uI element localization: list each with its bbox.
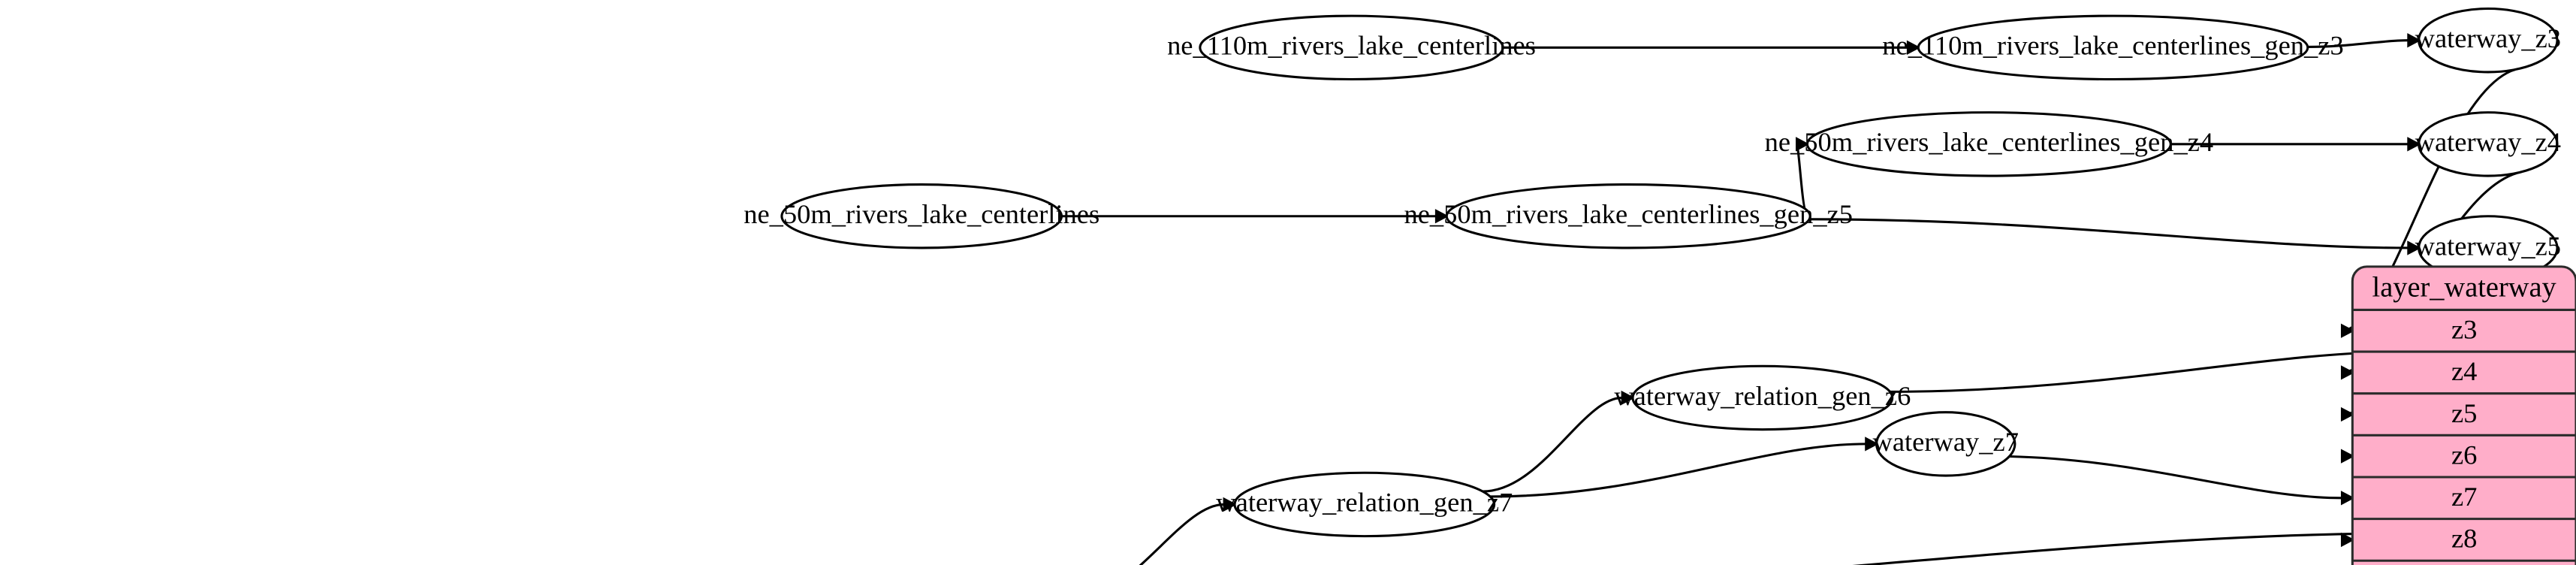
record-row-z4[interactable]: z4 bbox=[2451, 356, 2477, 386]
edge-waterway_relation_gen_z7-to-waterway_z7 bbox=[1490, 443, 1866, 498]
node-ne_110m_rivers_lake_centerlines[interactable]: ne_110m_rivers_lake_centerlines bbox=[1167, 14, 1536, 81]
record-row-z6[interactable]: z6 bbox=[2451, 440, 2477, 470]
edge-ne_50m_rivers_lake_centerlines_gen_z5-to-waterway_z5 bbox=[1809, 218, 2409, 249]
record-title: layer_waterway bbox=[2372, 271, 2557, 303]
node-ne_50m_rivers_lake_centerlines_gen_z4[interactable]: ne_50m_rivers_lake_centerlines_gen_z4 bbox=[1765, 111, 2214, 177]
edge-waterway_relation_gen_z6-to-waterway_z6 bbox=[1890, 350, 2409, 393]
node-waterway_z7[interactable]: waterway_z7 bbox=[1873, 411, 2019, 477]
node-label: waterway_relation_gen_z6 bbox=[1614, 381, 1911, 411]
record-row-z7[interactable]: z7 bbox=[2451, 482, 2477, 512]
nodes-layer: imposm3osm_waterway_relationosm_waterway… bbox=[744, 7, 2561, 565]
arrowhead-icon bbox=[1865, 437, 1879, 452]
node-ne_50m_rivers_lake_centerlines[interactable]: ne_50m_rivers_lake_centerlines bbox=[744, 183, 1099, 249]
node-label: waterway_z3 bbox=[2415, 23, 2561, 53]
edge-waterway_relation_gen_z8-to-waterway_z8 bbox=[1852, 532, 2409, 565]
node-waterway_relation_gen_z7[interactable]: waterway_relation_gen_z7 bbox=[1216, 471, 1513, 538]
arrowhead-icon bbox=[2340, 365, 2355, 380]
arrowhead-icon bbox=[2340, 532, 2355, 548]
arrowhead-icon bbox=[2340, 406, 2355, 422]
node-label: ne_110m_rivers_lake_centerlines bbox=[1167, 31, 1536, 61]
arrowhead-icon bbox=[2340, 491, 2355, 506]
node-waterway_z3[interactable]: waterway_z3 bbox=[2415, 7, 2561, 74]
arrowhead-icon bbox=[2340, 449, 2355, 464]
record-node-layer-waterway[interactable]: layer_waterwayz3z4z5z6z7z8z9z10z11z12z13… bbox=[2351, 265, 2576, 565]
arrowhead-icon bbox=[2407, 137, 2421, 152]
node-label: waterway_z5 bbox=[2415, 231, 2561, 261]
record-row-z8[interactable]: z8 bbox=[2451, 524, 2477, 554]
arrowhead-icon bbox=[1796, 137, 1810, 152]
arrowhead-icon bbox=[1434, 209, 1449, 224]
node-label: ne_50m_rivers_lake_centerlines bbox=[744, 199, 1099, 229]
node-label: waterway_z4 bbox=[2415, 127, 2561, 157]
node-label: ne_110m_rivers_lake_centerlines_gen_z3 bbox=[1882, 31, 2343, 61]
edge-waterway_relation_gen_z7-to-waterway_relation_gen_z6 bbox=[1483, 396, 1622, 493]
node-label: waterway_z7 bbox=[1873, 427, 2019, 457]
arrowhead-icon bbox=[2340, 323, 2355, 338]
record-node-layer: layer_waterwayz3z4z5z6z7z8z9z10z11z12z13… bbox=[2351, 265, 2576, 565]
record-row-z5[interactable]: z5 bbox=[2451, 398, 2477, 428]
node-waterway_relation_gen_z6[interactable]: waterway_relation_gen_z6 bbox=[1614, 364, 1911, 431]
node-label: ne_50m_rivers_lake_centerlines_gen_z4 bbox=[1765, 127, 2214, 157]
arrowhead-icon bbox=[1906, 40, 1921, 55]
arrowhead-icon bbox=[2407, 240, 2421, 255]
node-label: waterway_relation_gen_z7 bbox=[1216, 488, 1513, 518]
edge-ne_110m_rivers_lake_centerlines_gen_z3-to-waterway_z3 bbox=[2307, 39, 2409, 48]
node-ne_50m_rivers_lake_centerlines_gen_z5[interactable]: ne_50m_rivers_lake_centerlines_gen_z5 bbox=[1404, 183, 1853, 249]
node-ne_110m_rivers_lake_centerlines_gen_z3[interactable]: ne_110m_rivers_lake_centerlines_gen_z3 bbox=[1882, 14, 2344, 81]
arrowhead-icon bbox=[1223, 497, 1237, 512]
edge-waterway_z7-to-layer_waterway-z7 bbox=[2009, 455, 2342, 500]
node-label: ne_50m_rivers_lake_centerlines_gen_z5 bbox=[1404, 199, 1853, 229]
record-row-z3[interactable]: z3 bbox=[2451, 315, 2477, 345]
arrowhead-icon bbox=[1621, 390, 1636, 406]
node-waterway_z4[interactable]: waterway_z4 bbox=[2415, 111, 2561, 177]
node-waterway_z5[interactable]: waterway_z5 bbox=[2415, 215, 2561, 281]
edge-waterway_relation_gen_z8-to-waterway_relation_gen_z7 bbox=[1139, 503, 1224, 565]
arrowhead-icon bbox=[2407, 33, 2421, 48]
